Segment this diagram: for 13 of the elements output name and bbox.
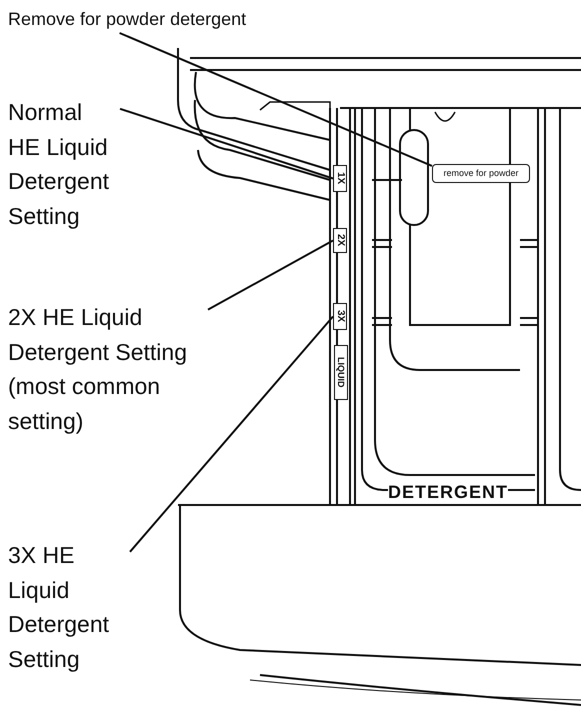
setting-mark: 3X — [333, 303, 347, 330]
setting-mark: 1X — [333, 165, 347, 192]
leader-line — [208, 240, 334, 311]
setting-mark: 2X — [333, 228, 347, 253]
callout-text: 3X HE Liquid Detergent Setting — [8, 538, 130, 676]
callout-text: 2X HE Liquid Detergent Setting (most common setting) — [8, 300, 208, 438]
leader-line — [120, 108, 334, 180]
callout-text: Normal HE Liquid Detergent Setting — [8, 95, 120, 233]
leader-line — [129, 316, 334, 552]
leader-line — [119, 32, 432, 167]
panel-label: LIQUID — [334, 345, 348, 400]
callout-text: Remove for powder detergent — [8, 6, 368, 33]
tab-label: remove for powder — [432, 164, 530, 183]
